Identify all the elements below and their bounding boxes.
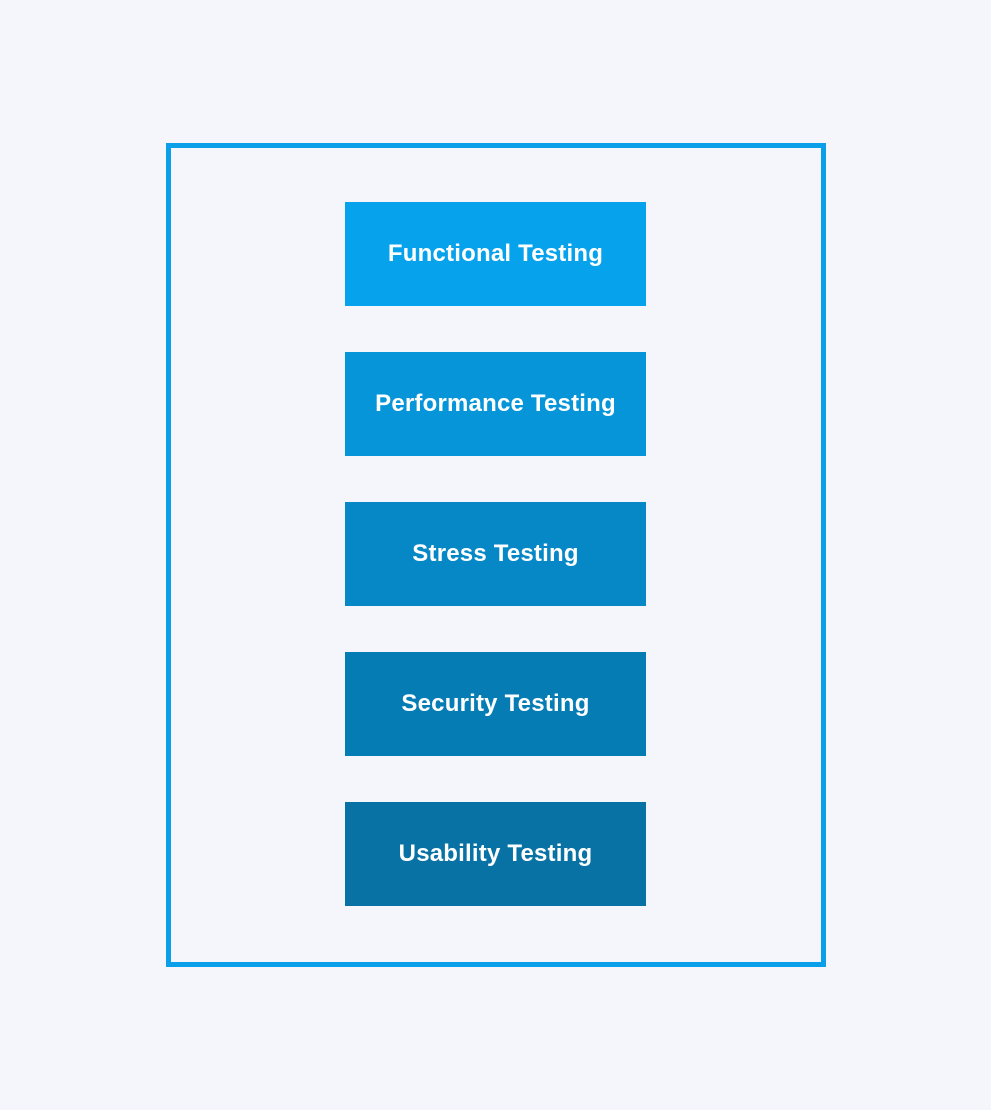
diagram-node-performance-testing: Performance Testing	[345, 352, 646, 456]
node-label-security-testing: Security Testing	[401, 690, 590, 717]
diagram-node-functional-testing: Functional Testing	[345, 202, 646, 306]
diagram-node-security-testing: Security Testing	[345, 652, 646, 756]
diagram-frame	[166, 143, 826, 967]
diagram-node-usability-testing: Usability Testing	[345, 802, 646, 906]
diagram-node-stress-testing: Stress Testing	[345, 502, 646, 606]
node-label-performance-testing: Performance Testing	[375, 390, 616, 417]
node-label-stress-testing: Stress Testing	[412, 540, 579, 567]
node-label-usability-testing: Usability Testing	[398, 840, 593, 867]
node-label-functional-testing: Functional Testing	[387, 240, 604, 267]
